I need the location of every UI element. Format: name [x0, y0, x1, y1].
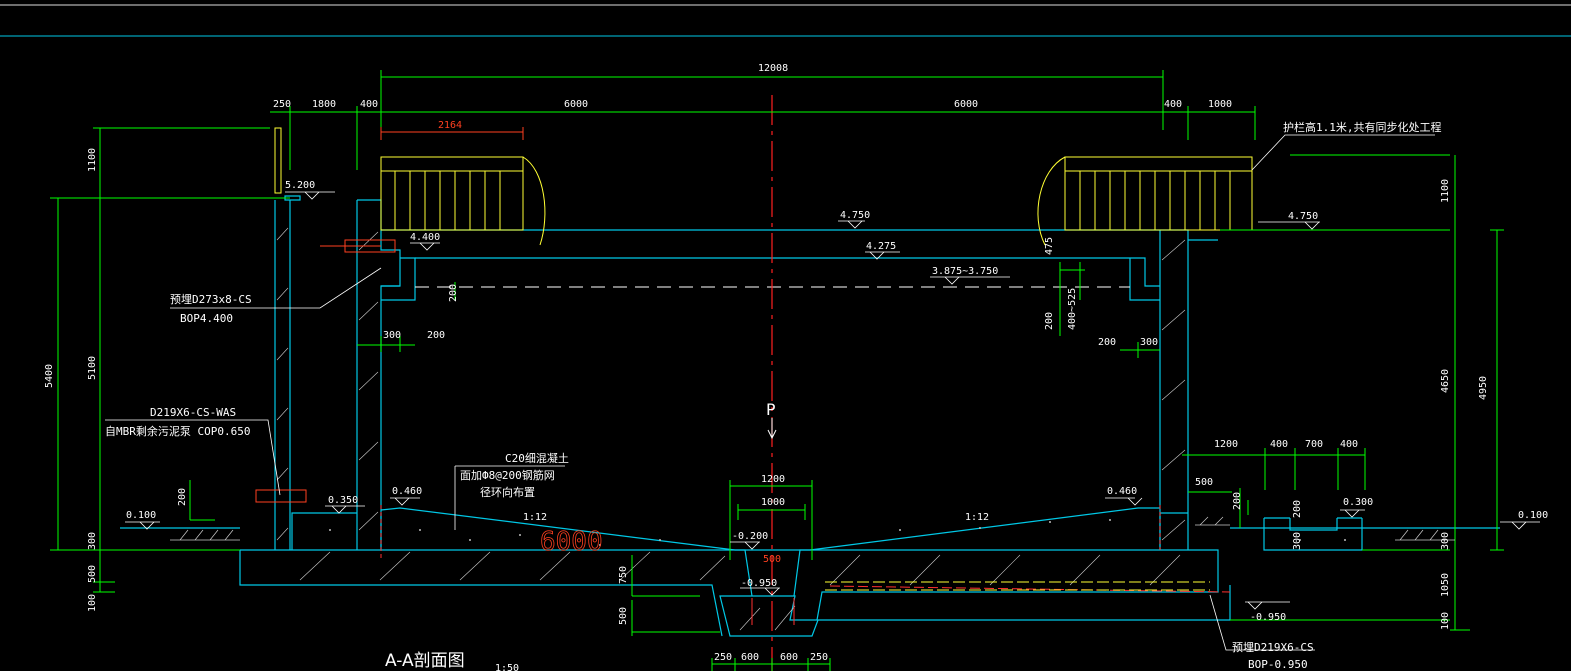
dim-top-6000r: 6000: [954, 99, 978, 110]
railing-left: [274, 127, 546, 246]
dim-right-1100: 1100: [1440, 179, 1451, 203]
note-pipe-inlet-2: BOP4.400: [180, 312, 233, 325]
pipes: [255, 239, 396, 503]
dim-top-250: 250: [273, 99, 291, 110]
el-water: 3.875~3.750: [932, 266, 998, 277]
dim-ch-400b: 400: [1340, 439, 1358, 450]
dim-inner-200b: 200: [448, 284, 459, 302]
section-title: A-A剖面图: [385, 651, 465, 671]
dim-inner-r200: 200: [1098, 337, 1116, 348]
dim-ch-700: 700: [1305, 439, 1323, 450]
dim-top-6000l: 6000: [564, 99, 588, 110]
el-right-ground: 0.100: [1518, 510, 1548, 521]
note-pipe-outlet-2: BOP-0.950: [1248, 658, 1308, 671]
dim-top-1800: 1800: [312, 99, 336, 110]
dim-ch-500: 500: [1195, 477, 1213, 488]
el-right-pipe: -0.950: [1250, 612, 1286, 623]
dim-left-5400: 5400: [44, 364, 55, 388]
outlet-pipe: [825, 581, 1210, 591]
dim-left-300: 300: [87, 532, 98, 550]
el-right-outside: 4.750: [1288, 211, 1318, 222]
tank-structure: [120, 195, 1500, 637]
dim-left-5100: 5100: [87, 356, 98, 380]
el-left-inner: 0.350: [328, 495, 358, 506]
dim-ch-1200: 1200: [1214, 439, 1238, 450]
dim-top-400r: 400: [1164, 99, 1182, 110]
dim-inner-r300: 300: [1140, 337, 1158, 348]
dim-left-500: 500: [87, 565, 98, 583]
dim-ch-200b: 200: [1292, 500, 1303, 518]
el-left-wall-top: 5.200: [285, 180, 315, 191]
dim-ch-400a: 400: [1270, 439, 1288, 450]
dim-left-100: 100: [87, 594, 98, 612]
dim-right-1050: 1050: [1440, 573, 1451, 597]
dim-inner-200a: 200: [427, 330, 445, 341]
dim-railing: 2164: [438, 120, 462, 131]
el-walkway: 4.750: [840, 210, 870, 221]
dim-ch-200a: 200: [1232, 492, 1243, 510]
el-sump-top: -0.200: [732, 531, 768, 542]
el-floor-left: 0.460: [392, 486, 422, 497]
note-slope-right: 1:12: [965, 512, 989, 523]
ground-hatch: [170, 516, 1455, 541]
dim-beam-475: 475: [1044, 237, 1055, 255]
dim-left-ground-200: 200: [177, 488, 188, 506]
dim-sump-500v: 500: [618, 607, 629, 625]
el-beam: 4.275: [866, 241, 896, 252]
dim-bot-250a: 250: [714, 652, 732, 663]
note-pipe-outlet-1: 预埋D219X6-CS: [1232, 641, 1314, 654]
dimension-lines: [50, 70, 1504, 671]
leader-lines: [105, 134, 1435, 651]
dim-right-4650: 4650: [1440, 369, 1451, 393]
note-concrete-3: 径环向布置: [480, 485, 535, 499]
concrete-stipple: [329, 519, 1346, 546]
note-slope-left: 1:12: [523, 512, 547, 523]
dim-sump-500: 500: [763, 554, 781, 565]
centerline-label: P: [766, 400, 776, 419]
railing-right: [1037, 156, 1253, 246]
dim-right-4950: 4950: [1478, 376, 1489, 400]
el-channel: 0.300: [1343, 497, 1373, 508]
dim-ch-300: 300: [1292, 532, 1303, 550]
dim-top-1000: 1000: [1208, 99, 1232, 110]
rebar-lines: [380, 505, 1231, 625]
note-concrete-2: 面加Ф8@200钢筋网: [460, 468, 555, 482]
note-railing: 护栏高1.1米,共有同步化处工程: [1283, 120, 1442, 134]
dim-overall: 12008: [758, 63, 788, 74]
dim-bot-600a: 600: [741, 652, 759, 663]
flow-arrow: [767, 418, 777, 440]
note-pipe-was-1: D219X6-CS-WAS: [150, 406, 236, 419]
wall-hatching: [276, 227, 1186, 631]
dim-inner-300: 300: [383, 330, 401, 341]
el-floor-right: 0.460: [1107, 486, 1137, 497]
dim-bot-600b: 600: [780, 652, 798, 663]
el-left-ground: 0.100: [126, 510, 156, 521]
dim-right-300: 300: [1440, 532, 1451, 550]
dim-sump-1200: 1200: [761, 474, 785, 485]
el-sump-bottom: -0.950: [741, 578, 777, 589]
note-pipe-was-2: 自MBR剩余污泥泵 COP0.650: [105, 424, 250, 438]
dim-inner-r400-525: 400~525: [1067, 288, 1078, 330]
el-left-pipe: 4.400: [410, 232, 440, 243]
elevation-markers: [125, 191, 1540, 610]
dim-top-400l: 400: [360, 99, 378, 110]
dim-sump-750: 750: [618, 566, 629, 584]
dim-left-1100: 1100: [87, 148, 98, 172]
dim-right-100: 100: [1440, 612, 1451, 630]
note-red-6000: 6000: [540, 527, 603, 557]
section-scale: 1:50: [495, 663, 519, 671]
dim-bot-250b: 250: [810, 652, 828, 663]
note-concrete-1: C20细混凝土: [505, 451, 569, 465]
note-pipe-inlet-1: 预埋D273x8-CS: [170, 293, 252, 306]
dim-inner-r200v: 200: [1044, 312, 1055, 330]
dim-sump-1000: 1000: [761, 497, 785, 508]
